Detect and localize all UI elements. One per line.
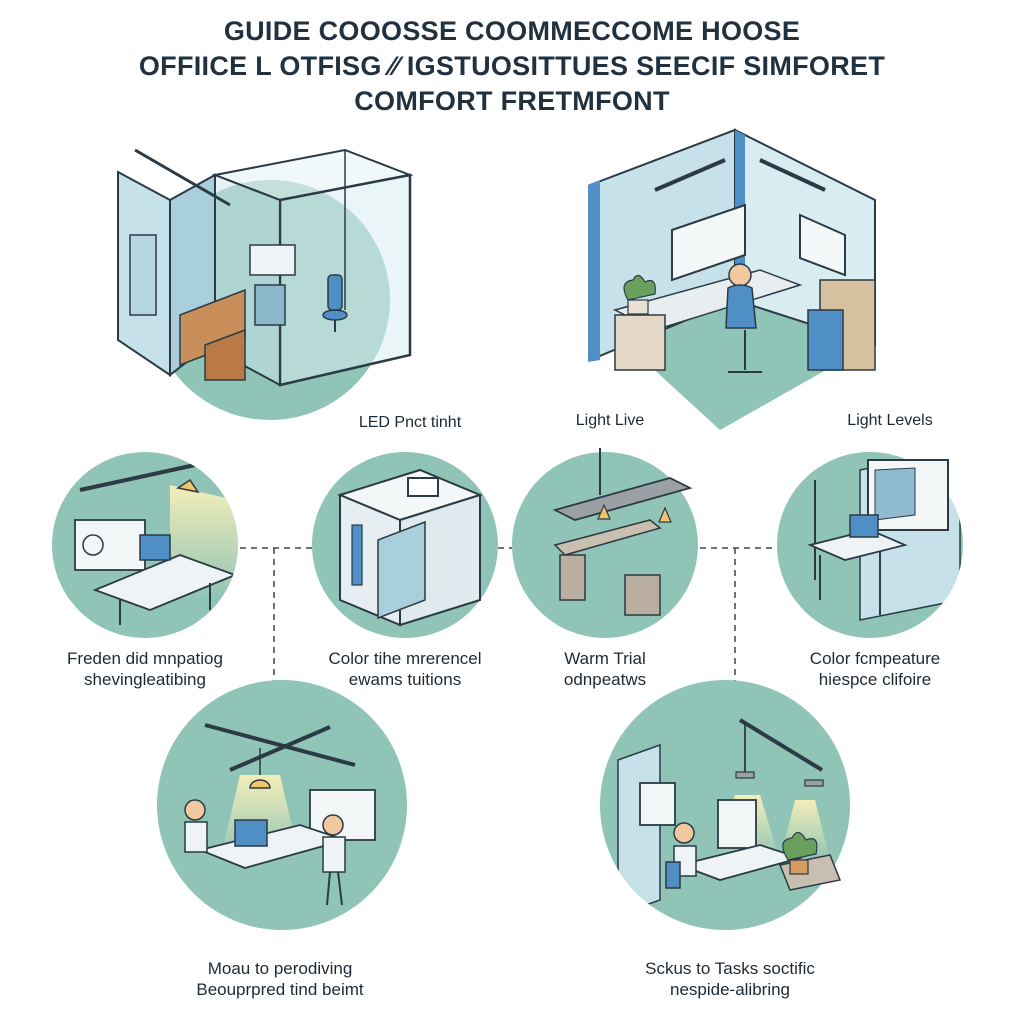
- task-desk-illustration: [600, 680, 850, 930]
- caption-warm-trial-line-2: odnpeatws: [563, 670, 647, 689]
- caption-sckus-line-2: nespide-alibring: [669, 980, 791, 999]
- caption-color-temp: Color fcmpeature hiespce clifoire: [770, 648, 980, 690]
- appliance-illustration: [312, 452, 498, 638]
- title-line-1: GUIDE COOOSSE COOMMECCOME HOOSE: [223, 16, 801, 46]
- caption-color-tihe: Color tihe mrerencel ewams tuitions: [290, 648, 520, 690]
- title-line-3: COMFORT FRETMFONT: [354, 86, 670, 116]
- caption-light-live: Light Live: [575, 412, 645, 429]
- caption-sckus-line-1: Sckus to Tasks soctific: [645, 959, 815, 978]
- pendant-desk-illustration: [512, 448, 698, 638]
- caption-moau-line-1: Moau to perodiving: [207, 959, 353, 978]
- glass-office-illustration: [117, 148, 414, 420]
- caption-freden-line-2: shevingleatibing: [84, 670, 206, 689]
- caption-led-panel: LED Pnct tinht: [358, 414, 462, 431]
- monitor-desk-illustration: [777, 452, 963, 638]
- caption-sckus: Sckus to Tasks soctific nespide-alibring: [600, 958, 860, 1000]
- caption-warm-trial-line-1: Warm Trial: [564, 649, 646, 668]
- caption-light-levels: Light Levels: [847, 412, 933, 429]
- cubicle-corner-illustration: [588, 128, 876, 430]
- dashed-connectors: [240, 547, 776, 688]
- shared-desk-illustration: [157, 680, 407, 930]
- title-line-2: OFFIICE L OTFISG ⁄⁄ IGSTUOSITTUES SEECIF…: [138, 51, 886, 81]
- caption-color-temp-line-1: Color fcmpeature: [809, 649, 941, 668]
- caption-moau-line-2: Beouprpred tind beimt: [196, 980, 364, 999]
- caption-color-tihe-line-1: Color tihe mrerencel: [328, 649, 482, 668]
- page-title: GUIDE COOOSSE COOMMECCOME HOOSE OFFIICE …: [0, 14, 1024, 119]
- lamp-desk-illustration: [52, 452, 238, 638]
- caption-color-temp-line-2: hiespce clifoire: [818, 670, 932, 689]
- caption-moau: Moau to perodiving Beouprpred tind beimt: [155, 958, 405, 1000]
- caption-warm-trial: Warm Trial odnpeatws: [520, 648, 690, 690]
- caption-freden-line-1: Freden did mnpatiog: [67, 649, 223, 668]
- caption-color-tihe-line-2: ewams tuitions: [348, 670, 462, 689]
- caption-freden: Freden did mnpatiog shevingleatibing: [20, 648, 270, 690]
